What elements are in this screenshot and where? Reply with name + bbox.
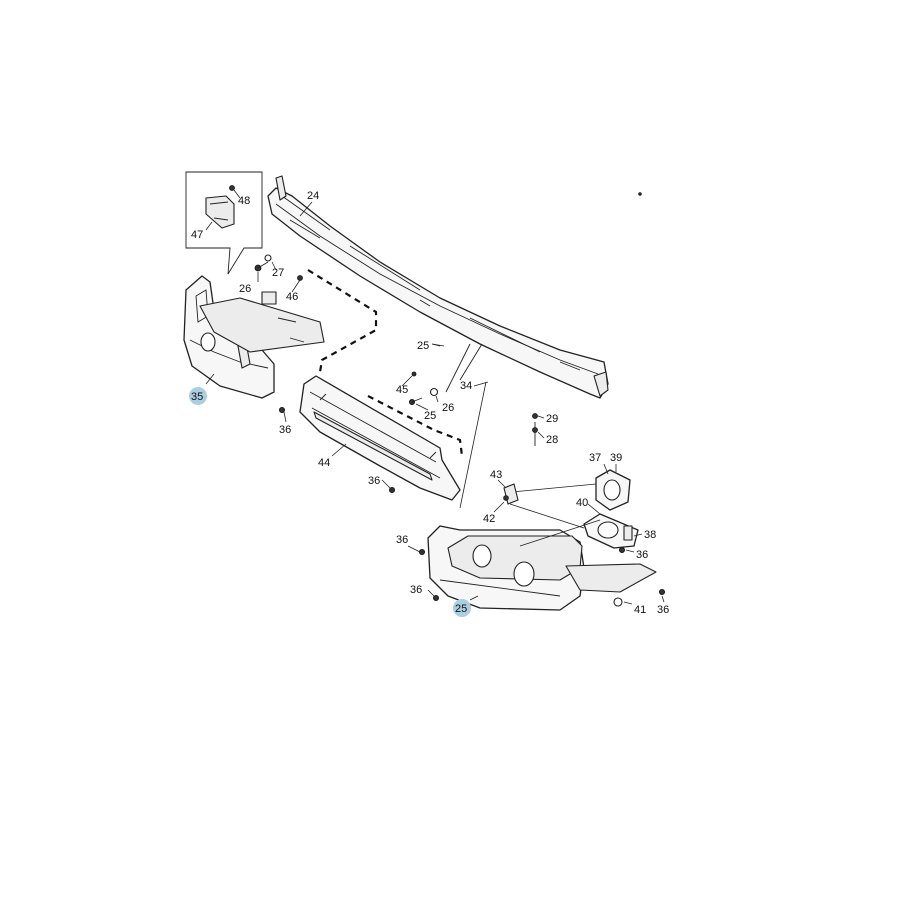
label-25a: 25 bbox=[417, 340, 429, 352]
screw-36a bbox=[278, 406, 285, 413]
label-36b: 36 bbox=[368, 475, 380, 487]
fasteners-right bbox=[418, 192, 666, 607]
clip-block bbox=[261, 291, 277, 305]
label-34: 34 bbox=[460, 380, 472, 392]
screw-36d bbox=[432, 595, 439, 602]
label-45: 45 bbox=[396, 384, 408, 396]
cap-41 bbox=[613, 597, 623, 607]
label-37: 37 bbox=[589, 452, 601, 464]
label-36f: 36 bbox=[657, 604, 669, 616]
nut-29 bbox=[532, 413, 538, 419]
clip-48 bbox=[229, 185, 235, 191]
label-38: 38 bbox=[644, 529, 656, 541]
label-26b: 26 bbox=[442, 402, 454, 414]
label-36c: 36 bbox=[636, 549, 648, 561]
fasteners-center bbox=[254, 254, 538, 493]
washer-27 bbox=[264, 254, 272, 262]
label-26a: 26 bbox=[239, 283, 251, 295]
screw-36f bbox=[659, 589, 666, 596]
dashed-assembly-lines bbox=[307, 269, 464, 457]
clip-46 bbox=[297, 275, 303, 281]
clip-42 bbox=[503, 495, 509, 501]
stray-dot bbox=[638, 192, 642, 196]
leader-lines bbox=[205, 201, 665, 605]
center-bracket-44 bbox=[299, 375, 461, 501]
label-28: 28 bbox=[546, 434, 558, 446]
label-36d: 36 bbox=[396, 534, 408, 546]
label-42: 42 bbox=[483, 513, 495, 525]
inset-detail bbox=[185, 171, 263, 275]
label-36e: 36 bbox=[410, 584, 422, 596]
label-48: 48 bbox=[238, 195, 250, 207]
screw-36e bbox=[418, 549, 425, 556]
light-brackets-right bbox=[509, 469, 639, 549]
label-46: 46 bbox=[286, 291, 298, 303]
screw-36b bbox=[388, 486, 395, 493]
label-27: 27 bbox=[272, 267, 284, 279]
undertray-right bbox=[565, 563, 657, 593]
bumper-bracket-left-35 bbox=[183, 275, 325, 399]
label-24: 24 bbox=[307, 190, 319, 202]
highlight-25 bbox=[453, 599, 471, 617]
inset-frame bbox=[185, 171, 263, 275]
washer-26b bbox=[429, 387, 439, 397]
part-labels: 24 47 48 27 26 46 35 36 44 25 45 25 26 3… bbox=[191, 190, 669, 616]
label-43: 43 bbox=[490, 469, 502, 481]
label-40: 40 bbox=[576, 497, 588, 509]
bumper-right-25 bbox=[427, 525, 657, 611]
fog-light-hole-b bbox=[513, 561, 535, 587]
label-39: 39 bbox=[610, 452, 622, 464]
clip-43 bbox=[503, 483, 519, 505]
cross-member-24 bbox=[267, 175, 609, 399]
bolt-28 bbox=[532, 427, 538, 433]
highlight-35 bbox=[189, 387, 207, 405]
clip-45 bbox=[411, 371, 417, 377]
fog-light-hole-a bbox=[472, 544, 492, 568]
label-29: 29 bbox=[546, 413, 558, 425]
label-25c: 25 bbox=[455, 603, 467, 615]
fog-light-hole-left bbox=[200, 332, 216, 352]
label-41: 41 bbox=[634, 604, 646, 616]
label-47: 47 bbox=[191, 229, 203, 241]
label-44: 44 bbox=[318, 457, 330, 469]
screw-36c bbox=[619, 547, 626, 554]
bracket-47 bbox=[205, 195, 235, 229]
label-35: 35 bbox=[191, 391, 203, 403]
label-36a: 36 bbox=[279, 424, 291, 436]
label-25b: 25 bbox=[424, 410, 436, 422]
